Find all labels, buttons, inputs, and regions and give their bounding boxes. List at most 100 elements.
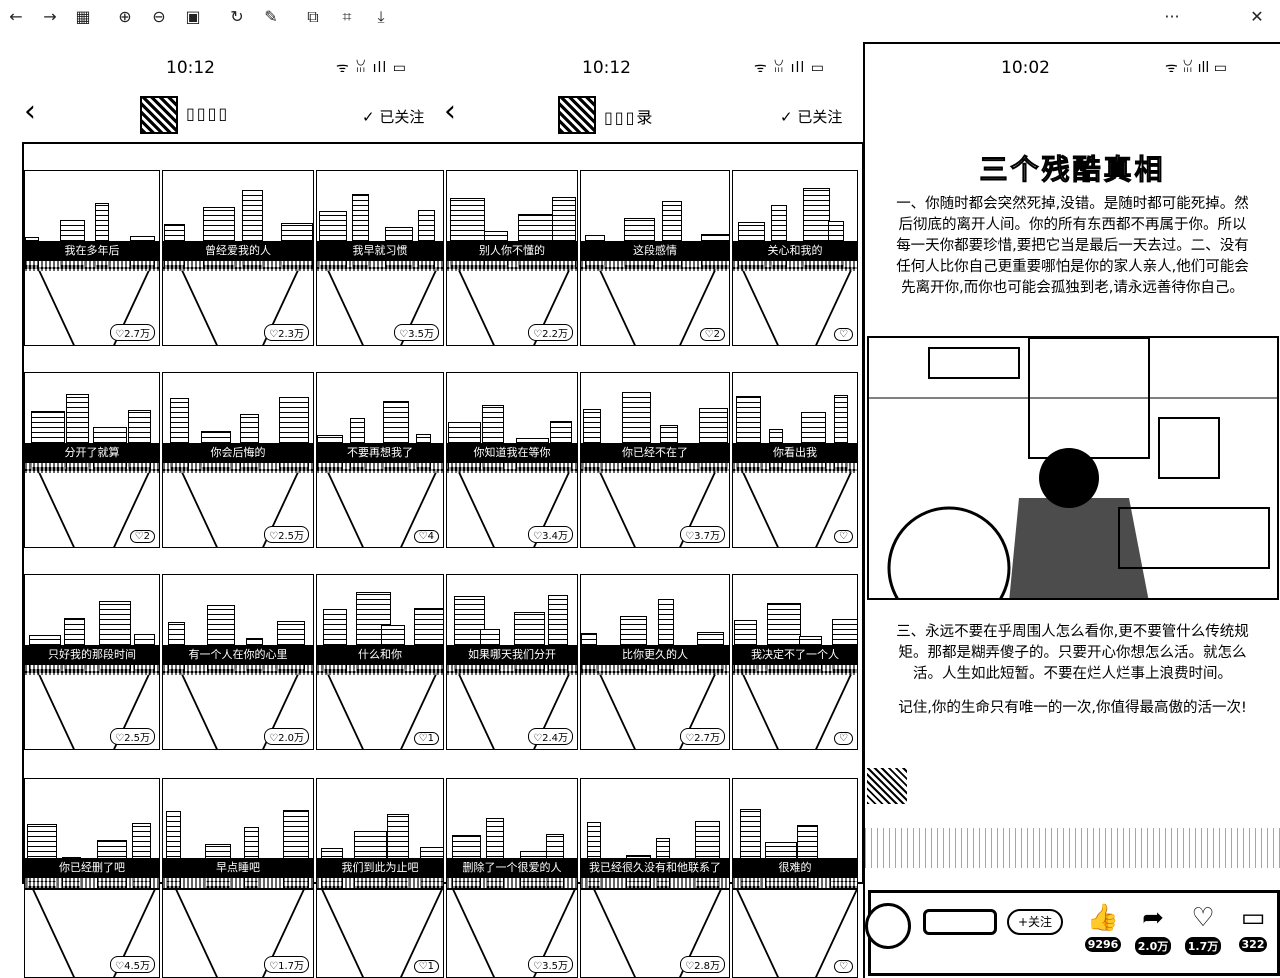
zoom-out-icon[interactable]: ⊖ <box>152 7 166 26</box>
video-subtitle <box>581 878 729 889</box>
video-subtitle <box>581 260 729 271</box>
video-subtitle <box>25 878 159 889</box>
video-tile[interactable]: 你已经删了吧♡4.5万 <box>24 778 160 978</box>
fit-icon[interactable]: ▣ <box>185 7 201 26</box>
rotate-icon[interactable]: ↻ <box>230 7 244 26</box>
video-tile[interactable]: 你知道我在等你 ♡3.4万 <box>446 372 578 548</box>
video-caption: 不要再想我了 <box>317 442 443 463</box>
status-bar: 10:12 ᯤ ꈍ ıll ▭ <box>0 54 440 84</box>
street-scene-image <box>869 338 1277 598</box>
video-tile[interactable]: 你看出我♡ <box>732 372 858 548</box>
status-icons: ᯤ ꈍ ıll ▭ <box>754 60 825 76</box>
video-caption: 我已经很久没有和他联系了 <box>581 858 729 879</box>
comment-icon: ▭ <box>1240 903 1266 933</box>
video-caption: 你知道我在等你 <box>447 442 577 463</box>
video-subtitle <box>25 664 159 675</box>
status-bar: 10:12 ᯤ ꈍ ıll ▭ <box>440 54 864 84</box>
video-tile[interactable]: 有一个人在你的心里♡2.0万 <box>162 574 314 750</box>
video-subtitle <box>447 260 577 271</box>
video-subtitle <box>733 878 857 889</box>
video-tile[interactable]: 关心和我的♡ <box>732 170 858 346</box>
back-chevron-icon[interactable]: ‹ <box>444 94 456 129</box>
video-tile[interactable]: 分开了就算♡2 <box>24 372 160 548</box>
followed-button[interactable]: ✓ 已关注 <box>362 108 425 126</box>
comment-text-blurred <box>865 828 1280 868</box>
video-tile[interactable]: 很难的♡ <box>732 778 858 978</box>
share-icon: ➦ <box>1142 903 1164 933</box>
video-tile[interactable]: 只好我的那段时间♡2.5万 <box>24 574 160 750</box>
avatar[interactable] <box>140 96 178 134</box>
post-paragraph-2: 三、永远不要在乎周围人怎么看你,更不要管什么传统规矩。那都是糊弄傻子的。只要开心… <box>896 624 1249 682</box>
zoom-in-icon[interactable]: ⊕ <box>118 7 132 26</box>
video-tile[interactable]: 我们到此为止吧♡1 <box>316 778 444 978</box>
like-count: ♡1 <box>413 732 439 745</box>
video-tile[interactable]: 早点睡吧♡1.7万 <box>162 778 314 978</box>
grid-icon[interactable]: ▦ <box>75 7 91 26</box>
video-subtitle <box>317 664 443 675</box>
video-caption: 什么和你 <box>317 644 443 665</box>
video-subtitle <box>733 664 857 675</box>
edit-icon[interactable]: ✎ <box>264 7 278 26</box>
like-count: ♡2 <box>699 328 725 341</box>
share-button[interactable]: ➦ 2.0万 <box>1133 903 1173 955</box>
post-paragraph-3: 记住,你的生命只有唯一的一次,你值得最高傲的活一次! <box>898 700 1247 716</box>
status-time: 10:02 <box>1001 58 1050 78</box>
like-count: ♡ <box>834 732 853 745</box>
video-tile[interactable]: 曾经爱我的人♡2.3万 <box>162 170 314 346</box>
thumbs-up-button[interactable]: 👍9296 <box>1083 903 1123 952</box>
video-tile[interactable]: 我已经很久没有和他联系了♡2.8万 <box>580 778 730 978</box>
forward-arrow-icon[interactable]: → <box>43 7 57 26</box>
video-tile[interactable]: 你会后悔的♡2.5万 <box>162 372 314 548</box>
select-icon[interactable]: ⌗ <box>342 7 352 26</box>
crop-icon[interactable]: ⧉ <box>307 7 319 26</box>
video-subtitle <box>163 260 313 271</box>
action-count: 2.0万 <box>1134 937 1172 955</box>
video-caption: 我早就习惯 <box>317 240 443 261</box>
video-caption: 删除了一个很爱的人 <box>447 858 577 879</box>
like-count: ♡2.5万 <box>110 728 155 745</box>
more-icon[interactable]: ··· <box>1164 7 1180 26</box>
video-caption: 我在多年后 <box>25 240 159 261</box>
like-count: ♡3.4万 <box>528 526 573 543</box>
video-tile[interactable]: 比你更久的人♡2.7万 <box>580 574 730 750</box>
profile-nav: ‹ ▯▯▯录 ✓ 已关注 <box>440 94 864 136</box>
follow-button[interactable]: +关注 <box>1007 909 1063 935</box>
heart-button[interactable]: ♡1.7万 <box>1183 903 1223 955</box>
video-subtitle <box>733 260 857 271</box>
comment-button[interactable]: ▭322 <box>1233 903 1273 952</box>
video-tile[interactable]: 不要再想我了♡4 <box>316 372 444 548</box>
video-subtitle <box>317 462 443 473</box>
back-arrow-icon[interactable]: ← <box>9 7 23 26</box>
video-tile[interactable]: 别人你不懂的♡2.2万 <box>446 170 578 346</box>
video-tile[interactable]: 什么和你 ♡1 <box>316 574 444 750</box>
video-tile[interactable]: 我决定不了一个人♡ <box>732 574 858 750</box>
followed-button[interactable]: ✓ 已关注 <box>780 108 843 126</box>
input-box[interactable] <box>923 909 997 935</box>
video-tile[interactable]: 我在多年后♡2.7万 <box>24 170 160 346</box>
video-subtitle <box>581 462 729 473</box>
status-icons: ᯤ ꈍ ıll ▭ <box>1165 60 1227 76</box>
author-avatar-small[interactable] <box>865 903 911 949</box>
video-subtitle <box>163 462 313 473</box>
back-chevron-icon[interactable]: ‹ <box>24 94 36 129</box>
avatar[interactable] <box>558 96 596 134</box>
video-caption: 你已经不在了 <box>581 442 729 463</box>
phone-mid-header: 10:12 ᯤ ꈍ ıll ▭ ‹ ▯▯▯录 ✓ 已关注 <box>440 44 864 144</box>
video-tile[interactable]: 我早就习惯♡3.5万 <box>316 170 444 346</box>
video-subtitle <box>733 462 857 473</box>
post-detail-panel: 10:02 ᯤ ꈍ ıll ▭ 三个残酷真相 一、你随时都会突然死掉,没错。是随… <box>863 42 1280 978</box>
video-subtitle <box>581 664 729 675</box>
download-icon[interactable]: ⤓ <box>377 7 385 26</box>
account-name: ▯▯▯录 <box>604 108 655 127</box>
account-name: ▯▯▯▯ <box>186 104 230 123</box>
video-tile[interactable]: 这段感情♡2 <box>580 170 730 346</box>
video-tile[interactable]: 你已经不在了♡3.7万 <box>580 372 730 548</box>
video-tile[interactable]: 如果哪天我们分开♡2.4万 <box>446 574 578 750</box>
author-avatar[interactable] <box>867 768 907 804</box>
like-count: ♡2.2万 <box>528 324 573 341</box>
video-caption: 关心和我的 <box>733 240 857 261</box>
video-tile[interactable]: 删除了一个很爱的人♡3.5万 <box>446 778 578 978</box>
close-icon[interactable]: ✕ <box>1250 7 1264 26</box>
like-count: ♡1 <box>413 960 439 973</box>
video-subtitle <box>317 878 443 889</box>
